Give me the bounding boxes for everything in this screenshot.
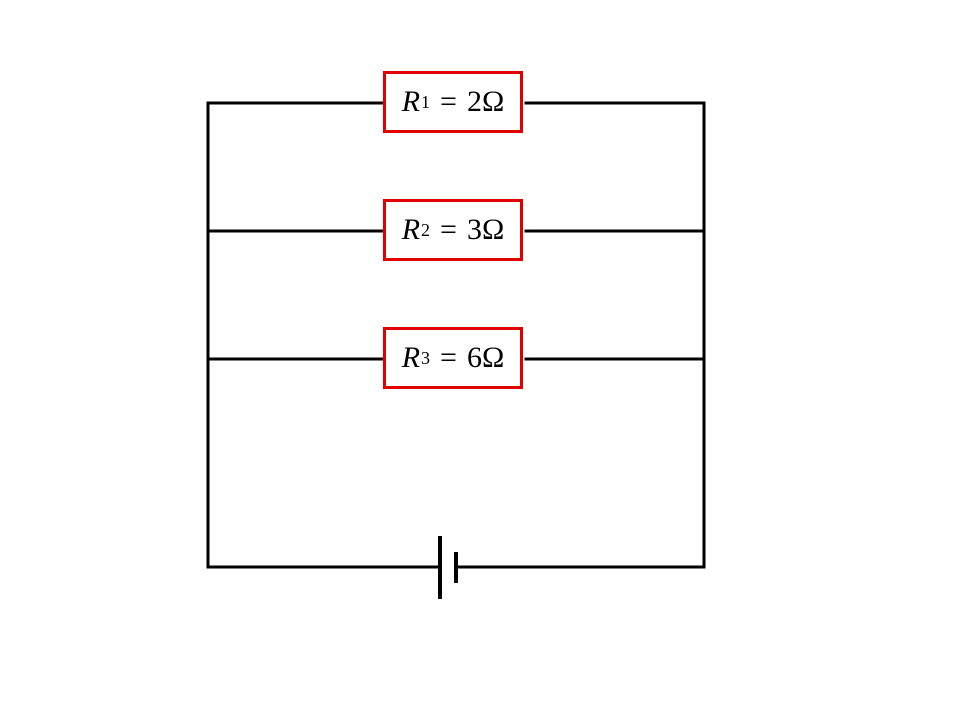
resistor-value: 6Ω [466, 341, 505, 374]
resistor-value: 3Ω [466, 213, 505, 246]
equals-sign: = [440, 85, 457, 118]
equals-sign: = [440, 341, 457, 374]
battery-icon [438, 536, 458, 599]
resistor-subscript: 2 [421, 219, 431, 240]
resistor-subscript: 1 [421, 91, 431, 112]
resistor-subscript: 3 [421, 347, 431, 368]
resistor-symbol: R [401, 85, 421, 118]
resistor-value: 2Ω [466, 85, 505, 118]
resistor-symbol: R [401, 341, 421, 374]
equals-sign: = [440, 213, 457, 246]
resistor-symbol: R [401, 213, 421, 246]
